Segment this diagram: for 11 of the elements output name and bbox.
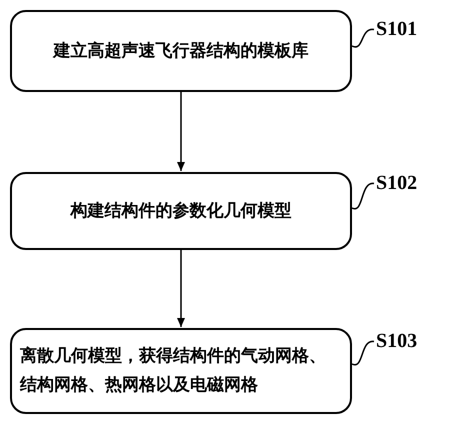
leader-line [352, 340, 374, 366]
step-label: S101 [376, 18, 418, 41]
arrow [177, 92, 185, 171]
process-box: 构建结构件的参数化几何模型 [10, 172, 352, 250]
process-box: 离散几何模型，获得结构件的气动网格、结构网格、热网格以及电磁网格 [10, 328, 352, 414]
arrow [177, 250, 185, 327]
process-box: 建立高超声速飞行器结构的模板库 [10, 10, 352, 92]
leader-line [352, 182, 374, 210]
leader-line [352, 28, 374, 48]
step-label: S102 [376, 172, 418, 195]
step-label: S103 [376, 330, 418, 353]
